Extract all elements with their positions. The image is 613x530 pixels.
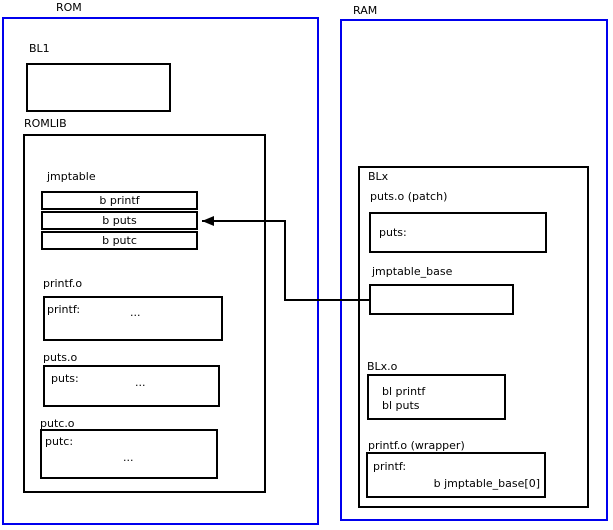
- blx-o-label: BLx.o: [367, 360, 398, 373]
- puts-ellipsis: ...: [135, 376, 146, 389]
- puts-patch-box: puts:: [369, 212, 547, 253]
- putc-o-box: putc: ...: [40, 429, 218, 479]
- bl1-label: BL1: [29, 42, 50, 55]
- jmptable-base-label: jmptable_base: [372, 265, 453, 278]
- puts-o-label: puts.o: [43, 351, 78, 364]
- puts-o-box: puts: ...: [43, 365, 220, 407]
- jmptable-row-b-putc: b putc: [41, 231, 198, 250]
- printf-wrapper-symbol: printf:: [373, 460, 407, 473]
- ram-label: RAM: [353, 4, 378, 17]
- romlib-label: ROMLIB: [24, 117, 67, 130]
- printf-wrapper-label: printf.o (wrapper): [368, 439, 465, 452]
- putc-o-label: putc.o: [40, 417, 75, 430]
- putc-ellipsis: ...: [123, 451, 134, 464]
- blx-o-line-bl-puts: bl puts: [382, 399, 420, 412]
- puts-patch-label: puts.o (patch): [370, 190, 448, 203]
- blx-label: BLx: [368, 170, 389, 183]
- blx-o-box: bl printf bl puts: [367, 374, 506, 420]
- printf-wrapper-box: printf: b jmptable_base[0]: [366, 452, 546, 498]
- bl1-box: [26, 63, 171, 112]
- jmptable-base-box: [369, 284, 514, 315]
- jmptable-label: jmptable: [47, 170, 96, 183]
- printf-o-label: printf.o: [43, 277, 83, 290]
- puts-symbol: puts:: [51, 372, 79, 385]
- printf-o-box: printf: ...: [43, 296, 223, 341]
- putc-symbol: putc:: [45, 435, 74, 448]
- rom-label: ROM: [56, 1, 82, 14]
- printf-ellipsis: ...: [130, 306, 141, 319]
- printf-symbol: printf:: [47, 303, 81, 316]
- blx-o-line-bl-printf: bl printf: [382, 385, 426, 398]
- printf-wrapper-branch: b jmptable_base[0]: [433, 477, 540, 490]
- puts-patch-symbol: puts:: [379, 226, 407, 239]
- jmptable-row-b-printf: b printf: [41, 191, 198, 210]
- jmptable-row-b-puts: b puts: [41, 211, 198, 230]
